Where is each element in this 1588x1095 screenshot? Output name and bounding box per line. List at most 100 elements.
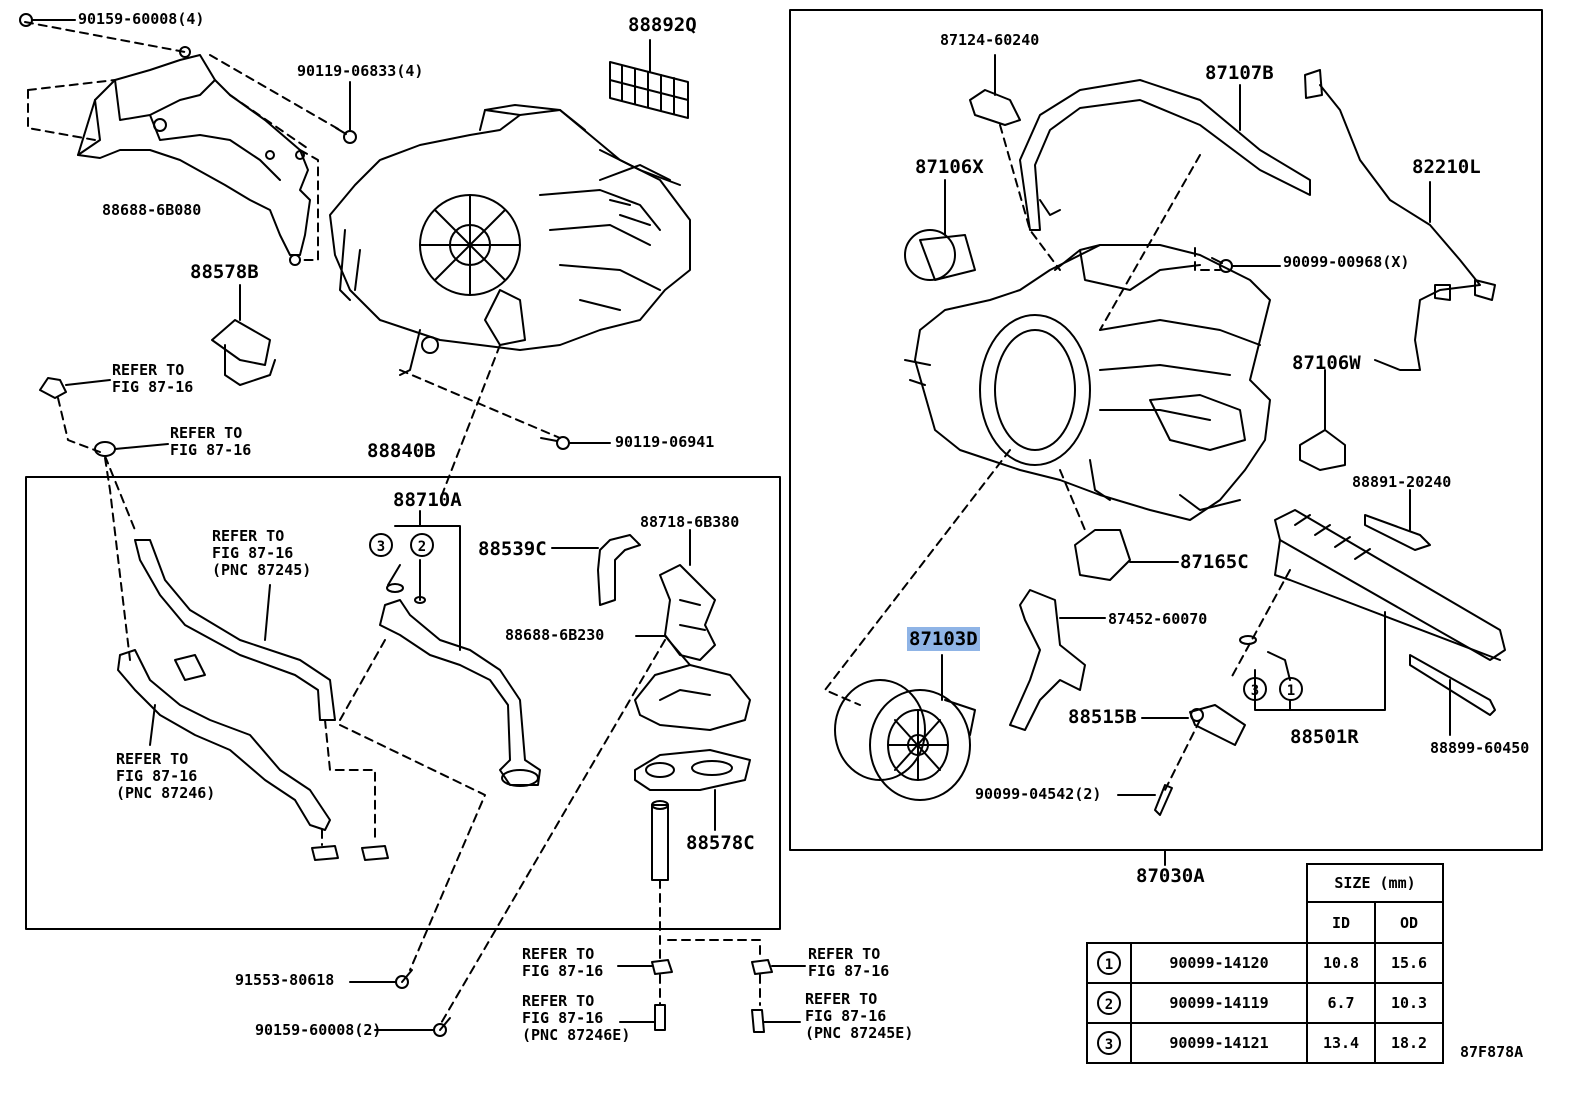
bracket-88688-6b230 xyxy=(634,635,751,731)
callout-3-right: 3 xyxy=(1243,677,1267,701)
seal-88899-60450 xyxy=(1409,654,1496,736)
leader-dashed-left-hoses xyxy=(57,397,136,661)
leader-dashed-right-mid xyxy=(824,449,1291,791)
label-88891-20240: 88891-20240 xyxy=(1352,473,1452,491)
leader-dashed-88710a xyxy=(339,639,386,721)
hose-clamps xyxy=(311,845,389,861)
connector-87165c xyxy=(1074,529,1179,581)
label-88539c: 88539C xyxy=(478,538,547,560)
label-87124-60240: 87124-60240 xyxy=(940,31,1040,49)
table-row: 3 90099-14121 13.4 18.2 xyxy=(1086,1022,1444,1064)
hvac-unit-right xyxy=(904,244,1271,521)
label-90099-00968: 90099-00968(X) xyxy=(1283,253,1410,271)
actuator-87124-60240 xyxy=(969,54,1021,126)
clip-ref-1 xyxy=(39,377,111,399)
screw-91553-80618 xyxy=(349,969,413,989)
label-87106w: 87106W xyxy=(1292,352,1361,374)
row-part: 90099-14120 xyxy=(1130,942,1308,984)
label-88840b: 88840B xyxy=(367,440,436,462)
servo-87106x xyxy=(904,179,976,281)
filter-88892q xyxy=(609,39,689,119)
label-88710a: 88710A xyxy=(393,489,462,511)
label-87103d-highlight: 87103D xyxy=(907,627,980,651)
label-88718-6b380: 88718-6B380 xyxy=(640,513,740,531)
screw-90099-00968 xyxy=(1211,257,1281,273)
label-88688-6b230: 88688-6B230 xyxy=(505,626,605,644)
row-part: 90099-14119 xyxy=(1130,982,1308,1024)
wire-harness-82210l xyxy=(1304,69,1496,371)
leader-dashed-top-left xyxy=(24,21,341,261)
pipe-stem xyxy=(651,800,669,881)
screw-90119-06941 xyxy=(540,436,611,450)
clip-88578b xyxy=(211,284,276,386)
row-id: 10.8 xyxy=(1306,942,1376,984)
clip-ref-2 xyxy=(94,441,169,457)
label-91553-80618: 91553-80618 xyxy=(235,971,335,989)
row-number: 1 xyxy=(1097,951,1121,975)
screw-90159-60008-4 xyxy=(19,13,76,27)
label-87103d: 87103D xyxy=(907,627,980,651)
label-88578b: 88578B xyxy=(190,261,259,283)
row-number: 3 xyxy=(1097,1031,1121,1055)
screw-90159-60008-2 xyxy=(374,1017,451,1037)
heater-hose-87245 xyxy=(134,539,336,721)
screw-90099-04542 xyxy=(1117,784,1173,816)
table-row: 1 90099-14120 10.8 15.6 xyxy=(1086,942,1444,984)
sensor-88891-20240 xyxy=(1364,489,1431,551)
label-90159-60008-2: 90159-60008(2) xyxy=(255,1021,382,1039)
size-table-col-od: OD xyxy=(1374,901,1444,944)
valve-88718-6b380 xyxy=(659,529,716,661)
label-88899-60450: 88899-60450 xyxy=(1430,739,1530,757)
label-88578c: 88578C xyxy=(686,832,755,854)
label-88515b: 88515B xyxy=(1068,706,1137,728)
screw-90119-06833 xyxy=(335,81,357,144)
leader-dashed-hose-ends xyxy=(321,719,486,971)
label-87107b: 87107B xyxy=(1205,62,1274,84)
callout-2-left: 2 xyxy=(410,533,434,557)
resistor-88515b xyxy=(1141,704,1246,746)
size-table: SIZE (mm) ID OD 1 90099-14120 10.8 15.6 … xyxy=(1086,863,1444,1064)
label-88501r: 88501R xyxy=(1290,726,1359,748)
row-part: 90099-14121 xyxy=(1130,1022,1308,1064)
bottom-fittings xyxy=(617,959,806,1033)
o-rings-88501r xyxy=(1239,635,1291,681)
row-od: 15.6 xyxy=(1374,942,1444,984)
row-id: 13.4 xyxy=(1306,1022,1376,1064)
row-id: 6.7 xyxy=(1306,982,1376,1024)
callout-1-right: 1 xyxy=(1279,677,1303,701)
callout-3-left: 3 xyxy=(369,533,393,557)
label-90099-04542-2: 90099-04542(2) xyxy=(975,785,1102,803)
hose-88539c xyxy=(551,534,641,606)
label-87106x: 87106X xyxy=(915,156,984,178)
leader-dashed-center xyxy=(399,344,561,501)
leader-dashed-bottom xyxy=(439,639,761,1026)
row-od: 10.3 xyxy=(1374,982,1444,1024)
leader-dashed-right-top xyxy=(999,124,1221,331)
label-88892q: 88892Q xyxy=(628,14,697,36)
label-87165c: 87165C xyxy=(1180,551,1249,573)
figure-code: 87F878A xyxy=(1460,1043,1524,1061)
heater-core-pipe-87107b xyxy=(1019,79,1311,231)
label-82210l: 82210L xyxy=(1412,156,1481,178)
size-table-header: SIZE (mm) xyxy=(1306,863,1444,903)
row-number: 2 xyxy=(1097,991,1121,1015)
left-sub-assembly-box xyxy=(25,476,781,930)
label-90119-06833-4: 90119-06833(4) xyxy=(297,62,424,80)
pipe-88710a xyxy=(379,510,541,787)
hvac-unit-left xyxy=(329,104,691,376)
label-88688-6b080: 88688-6B080 xyxy=(102,201,202,219)
size-table-col-id: ID xyxy=(1306,901,1376,944)
bracket-88688-6b080 xyxy=(77,46,311,266)
heater-hose-87246 xyxy=(117,649,331,831)
label-90159-60008-4: 90159-60008(4) xyxy=(78,10,205,28)
table-row: 2 90099-14119 6.7 10.3 xyxy=(1086,982,1444,1024)
